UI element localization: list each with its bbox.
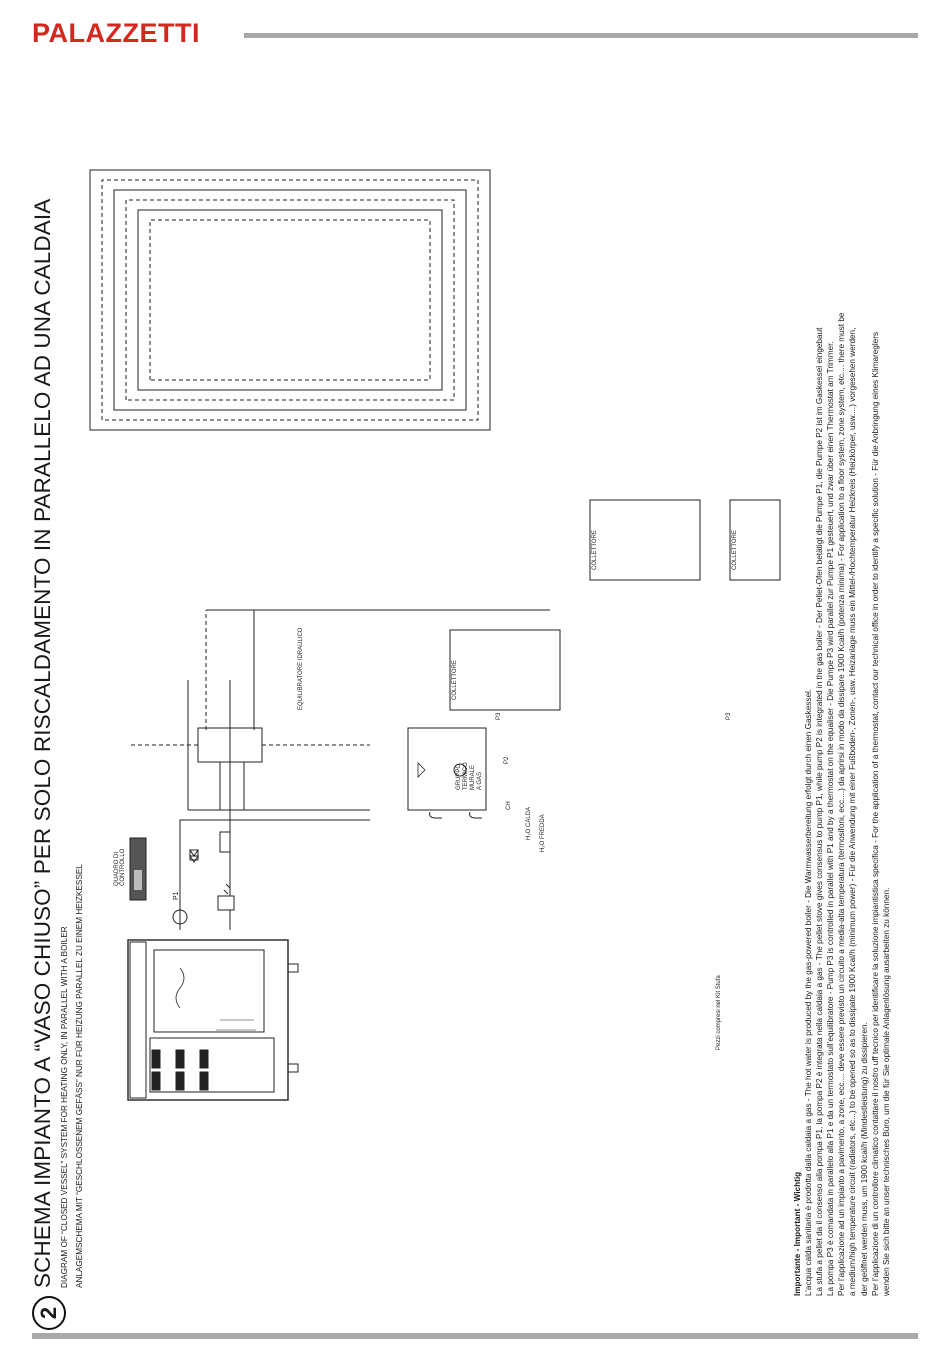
- ch-label: CH: [506, 801, 512, 810]
- p3-right-label: P3: [726, 712, 732, 720]
- collettore-3-label: COLLETTORE: [732, 530, 738, 570]
- h2o-fredda-label: H₂O FREDDA: [540, 814, 546, 852]
- rotated-page-content: 2 SCHEMA IMPIANTO A “VASO CHIUSO” PER SO…: [30, 30, 910, 1330]
- p2-label: P2: [504, 756, 510, 764]
- gruppo-label-2: TERMICO: [463, 762, 469, 790]
- note-line-4: a medium/high temperature circuit (radia…: [848, 327, 858, 1296]
- equalizer-label: EQUILIBRATORE IDRAULICO: [298, 627, 304, 710]
- note-line-1: La stufa a pellet da il consenso alla po…: [815, 327, 825, 1296]
- note-line-6: Per l’applicazione di un controllore cli…: [870, 331, 880, 1296]
- gruppo-label-4: A GAS: [477, 772, 483, 790]
- notes-heading: Importante - Important - Wichtig: [793, 1171, 802, 1296]
- pellet-stove: [127, 939, 299, 1101]
- collettore-1-label: COLLETTORE: [452, 660, 458, 700]
- collettore-2-label: COLLETTORE: [592, 530, 598, 570]
- control-panel: QUADRO DI CONTROLLO: [114, 837, 147, 901]
- note-line-7: wenden Sie sich bitte an unser technisch…: [881, 887, 891, 1296]
- gruppo-label-1: GRUPPO: [456, 764, 462, 790]
- note-line-0: L’acqua calda sanitaria è prodotta dalla…: [804, 688, 814, 1296]
- collector-1: COLLETTORE: [449, 629, 561, 711]
- pezzi-label: Pezzi compresi nel Kit Stufa: [716, 975, 722, 1050]
- gruppo-label-3: MURALE: [470, 765, 476, 790]
- p3-left-label: P3: [496, 712, 502, 720]
- brand-logo: PALAZZETTI: [32, 18, 200, 48]
- gas-boiler: GRUPPO TERMICO MURALE A GAS P2 CH H₂O CA…: [407, 727, 546, 852]
- floor-heating-coils: [89, 169, 491, 431]
- note-line-5: der geöffnet werden muss, um 1900 kcal/h…: [859, 1022, 869, 1296]
- collector-3: COLLETTORE: [729, 499, 781, 581]
- collector-2: COLLETTORE: [589, 499, 701, 581]
- note-line-3: Per l’applicazione ad un impianto a pavi…: [837, 312, 847, 1296]
- quadro-label-2: CONTROLLO: [120, 848, 126, 886]
- h2o-calda-label: H₂O CALDA: [526, 807, 532, 840]
- important-notes: Importante - Important - Wichtig L’acqua…: [792, 46, 892, 1296]
- quadro-label-1: QUADRO DI: [114, 852, 120, 886]
- p1-label: P1: [173, 891, 180, 900]
- note-line-2: La pompa P3 è comandata in parallelo all…: [826, 341, 836, 1296]
- header-rule: [244, 33, 918, 38]
- footer-rule: [32, 1333, 918, 1339]
- p1-pump-circuit: P1: [172, 680, 370, 930]
- floor-heating-and-collectors: COLLETTORE COLLETTORE COLLETTORE P3 P3: [89, 169, 781, 730]
- hydraulic-diagram: QUADRO DI CONTROLLO P1 Pezzi compresi ne…: [114, 610, 722, 1101]
